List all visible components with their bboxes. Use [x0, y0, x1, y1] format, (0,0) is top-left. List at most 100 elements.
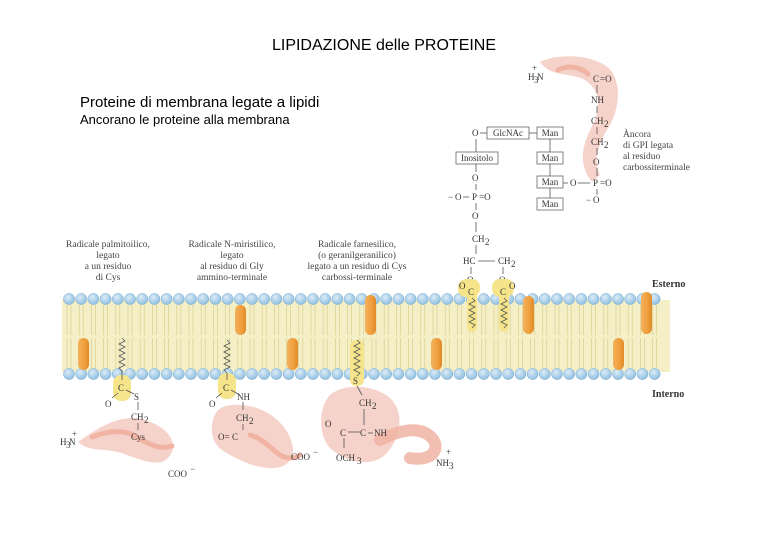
lipid-head: [270, 368, 283, 380]
svg-text:2: 2: [249, 416, 254, 426]
lipid-head: [233, 293, 246, 305]
anchor-highlight: [113, 375, 131, 401]
svg-text:C: C: [340, 428, 346, 438]
svg-text:Cys: Cys: [131, 432, 146, 442]
lipid-head: [514, 368, 527, 380]
lipid-head: [538, 368, 551, 380]
svg-text:3: 3: [66, 440, 71, 450]
lipid-head: [429, 368, 441, 380]
lipid-head: [209, 368, 222, 380]
gpi-label-line2: di GPI legata: [623, 141, 674, 151]
svg-text:C: C: [593, 74, 599, 84]
lipid-head: [233, 368, 246, 380]
lipid-head: [441, 293, 454, 305]
lipid-head: [87, 293, 100, 305]
svg-text:O: O: [472, 128, 479, 138]
svg-text:−: −: [448, 192, 453, 202]
lipid-head: [477, 368, 490, 380]
lipid-head: [563, 368, 576, 380]
lipid-head: [490, 368, 502, 380]
lipid-head: [99, 368, 112, 380]
myristoyl-label-line2: legato: [220, 251, 243, 261]
slide-title: LIPIDAZIONE delle PROTEINE: [271, 37, 497, 54]
subtitle-secondary: Ancorano le proteine alla membrana: [80, 112, 290, 127]
lipid-head: [563, 293, 576, 305]
membrane-protein: [365, 295, 376, 335]
lipid-head: [270, 293, 283, 305]
farnesyl-chain: [353, 339, 361, 377]
svg-text:O: O: [325, 419, 332, 429]
lipid-head: [624, 368, 637, 380]
lipid-head: [75, 368, 88, 380]
lipid-head: [172, 293, 185, 305]
lipid-head: [538, 293, 551, 305]
svg-text:O: O: [209, 399, 216, 409]
gpi-label-line4: carbossiterminale: [623, 163, 690, 173]
svg-text:NH: NH: [436, 458, 449, 468]
svg-text:NH: NH: [237, 392, 250, 402]
lipid-head: [368, 368, 380, 380]
palmitoyl-label-line3: a un residuo: [85, 262, 132, 272]
lipid-head: [197, 293, 210, 305]
anchor-highlight: [218, 373, 236, 399]
svg-text:O: O: [593, 195, 600, 205]
svg-text:COO: COO: [291, 452, 311, 462]
lipid-head: [221, 293, 234, 305]
lipid-head: [380, 293, 393, 305]
lipid-head: [294, 293, 307, 305]
membrane-protein: [641, 292, 652, 334]
myristoyl-label-line4: ammino-terminale: [197, 273, 267, 283]
lipid-head: [258, 293, 271, 305]
membrane-protein: [78, 338, 89, 370]
lipid-head: [246, 368, 258, 380]
gpi-chain-2: [500, 297, 508, 329]
inside-label: Interno: [652, 389, 684, 400]
palmitoyl-anchor: Radicale palmitoilico, legato a un resid…: [60, 240, 195, 479]
lipid-head: [599, 368, 612, 380]
svg-text:=O: =O: [600, 74, 612, 84]
lipid-head: [453, 368, 466, 380]
protein-blob: [540, 56, 618, 182]
lipid-head: [185, 368, 197, 380]
lipid-head: [441, 368, 454, 380]
svg-text:N: N: [69, 437, 76, 447]
lipid-head: [465, 368, 478, 380]
myristoyl-chain: [223, 339, 231, 374]
lipid-head: [392, 368, 405, 380]
lipid-head: [551, 293, 563, 305]
svg-text:S: S: [134, 392, 139, 402]
lipid-head: [404, 293, 417, 305]
svg-text:CH: CH: [498, 256, 511, 266]
lipid-head: [636, 368, 649, 380]
svg-text:S: S: [353, 376, 358, 386]
svg-text:+: +: [446, 447, 451, 457]
man-label: Man: [542, 199, 559, 209]
svg-text:C: C: [500, 287, 506, 297]
svg-text:3: 3: [534, 75, 539, 85]
lipid-head: [392, 293, 405, 305]
lipid-head: [307, 368, 319, 380]
lipid-head: [75, 293, 88, 305]
membrane-protein: [235, 305, 246, 335]
lipid-head: [136, 293, 149, 305]
svg-text:CH: CH: [359, 398, 372, 408]
svg-text:2: 2: [485, 237, 490, 247]
lipid-head: [172, 368, 185, 380]
lipid-head: [282, 368, 295, 380]
man-label: Man: [542, 177, 559, 187]
svg-text:OCH: OCH: [336, 453, 356, 463]
svg-text:=O: =O: [600, 178, 612, 188]
lipid-head: [575, 368, 588, 380]
lipid-head: [612, 368, 624, 380]
svg-text:CH: CH: [591, 137, 604, 147]
svg-text:CH: CH: [472, 234, 485, 244]
svg-text:−: −: [190, 464, 195, 474]
lipid-head: [343, 293, 356, 305]
man-box: [536, 197, 564, 211]
farnesyl-label-line3: legato a un residuo di Cys: [308, 262, 407, 272]
svg-text:H: H: [528, 72, 535, 82]
svg-text:2: 2: [604, 140, 609, 150]
svg-text:−: −: [313, 447, 318, 457]
lipid-head: [612, 293, 624, 305]
lipid-head: [197, 368, 210, 380]
